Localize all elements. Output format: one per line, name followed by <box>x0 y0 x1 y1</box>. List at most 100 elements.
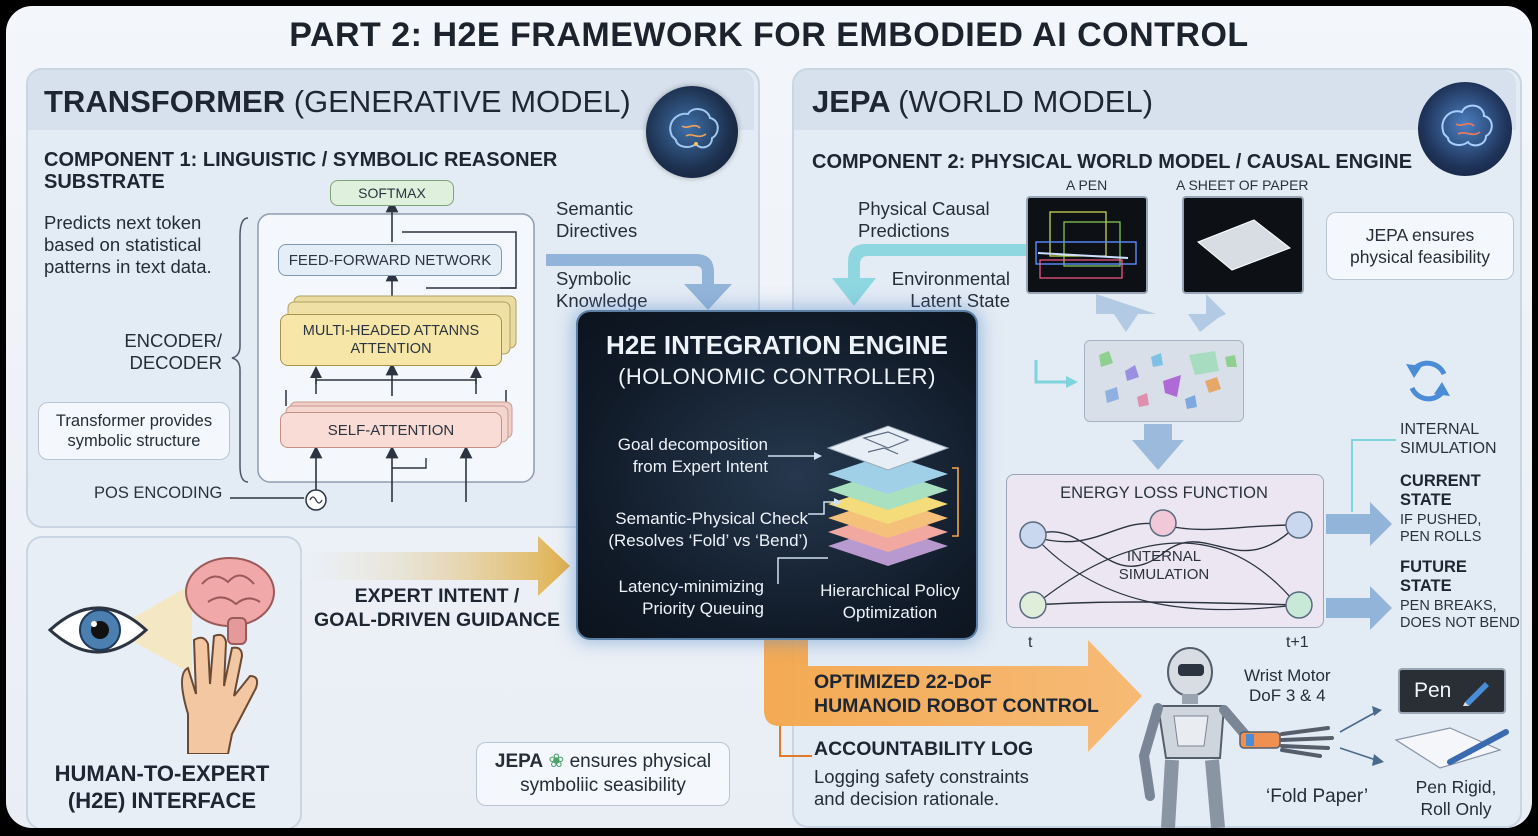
current-line1: CURRENT <box>1400 472 1481 490</box>
feasibility-line2: physical feasibility <box>1349 247 1491 267</box>
h2e-integration-engine: H2E INTEGRATION ENGINE (HOLONOMIC CONTRO… <box>578 312 976 638</box>
environmental-latent-label: Environmental Latent State <box>862 268 1010 312</box>
log-connector <box>779 752 812 757</box>
future-line2: STATE <box>1400 577 1452 595</box>
physical-causal-label: Physical Causal Predictions <box>858 198 990 242</box>
int-sim-r-line2: SIMULATION <box>1400 440 1497 457</box>
self-attention-block: SELF-ATTENTION <box>280 412 502 448</box>
latency-queuing-label: Latency-minimizing Priority Queuing <box>584 576 765 620</box>
future-state-label: FUTURE STATE <box>1400 558 1467 596</box>
internal-simulation-label: INTERNAL SIMULATION <box>1400 420 1497 458</box>
jepa-header-band <box>794 70 1516 130</box>
world-brain-icon <box>1418 82 1512 176</box>
expert-intent-arrow <box>298 536 570 596</box>
multi-head-attention-block: MULTI-HEADED ATTANNS ATTENTION <box>280 314 502 366</box>
accountability-log-title: ACCOUNTABILITY LOG <box>814 738 1034 760</box>
energy-loss-title: ENERGY LOSS FUNCTION <box>1060 484 1268 502</box>
expert-intent-line1: EXPERT INTENT / <box>354 585 520 607</box>
log-line1: Logging safety constraints <box>814 766 1029 787</box>
symbolic-knowledge-label: Symbolic Knowledge <box>556 268 648 312</box>
causal-line1: Physical Causal <box>858 198 990 219</box>
wrist-motor-label: Wrist Motor DoF 3 & 4 <box>1244 666 1331 706</box>
pen-simulation-thumbnail <box>1026 196 1148 294</box>
paper-thumb-label: A SHEET OF PAPER <box>1176 177 1309 193</box>
provides-line2: symbolic structure <box>67 432 201 450</box>
predicts-line1: Predicts next token <box>44 212 202 233</box>
env-line1: Environmental <box>891 268 1010 289</box>
jepa-feasibility-callout: JEPA ensures physical feasibility <box>1326 212 1514 280</box>
optimized-line1: OPTIMIZED 22-DoF <box>814 671 992 693</box>
component1-line1: COMPONENT 1: LINGUISTIC / SYMBOLIC REASO… <box>44 149 558 171</box>
transformer-title-bold: TRANSFORMER <box>44 84 286 119</box>
page-title: PART 2: H2E FRAMEWORK FOR EMBODIED AI CO… <box>289 16 1249 54</box>
jepa-note-line2: symboliic seasibility <box>520 775 686 796</box>
h2e-line1: HUMAN-TO-EXPERT <box>54 761 270 786</box>
jepa-note-line1: ensures physical <box>569 751 712 772</box>
jepa-note-prefix: JEPA <box>494 751 544 772</box>
jepa-title-light: (WORLD MODEL) <box>898 84 1154 119</box>
optimized-line2: HUMANOID ROBOT CONTROL <box>814 695 1099 717</box>
human-senses-illustration <box>47 557 275 754</box>
semantic-directives-label: Semantic Directives <box>556 198 637 242</box>
causal-line2: Predictions <box>858 220 950 241</box>
wrist-callout-arrows <box>1339 706 1384 766</box>
component1-label: COMPONENT 1: LINGUISTIC / SYMBOLIC REASO… <box>44 149 557 193</box>
current-desc-line1: IF PUSHED, <box>1400 512 1482 528</box>
humanoid-robot-illustration <box>1138 647 1334 828</box>
directives-line1: Semantic <box>556 198 634 219</box>
pen-card: Pen <box>1398 668 1506 714</box>
future-state-desc: PEN BREAKS, DOES NOT BEND <box>1400 598 1520 632</box>
policy-line2: Optimization <box>842 603 938 622</box>
semantic-physical-check-label: Semantic-Physical Check (Resolves ‘Fold’… <box>578 508 808 552</box>
engine-subtitle: (HOLONOMIC CONTROLLER) <box>618 364 936 389</box>
predicts-line2: based on statistical <box>44 234 202 255</box>
log-line2: and decision rationale. <box>814 788 1000 809</box>
fold-paper-label: ‘Fold Paper’ <box>1266 786 1369 807</box>
pen-rigid-line1: Pen Rigid, <box>1415 777 1497 797</box>
wrist-line1: Wrist Motor <box>1244 666 1331 685</box>
feed-forward-block: FEED-FORWARD NETWORK <box>278 244 502 276</box>
hierarchical-policy-label: Hierarchical Policy Optimization <box>804 580 976 624</box>
transformer-title: TRANSFORMER (GENERATIVE MODEL) <box>44 84 631 120</box>
energy-loss-box <box>1006 474 1324 628</box>
current-desc-line2: PEN ROLLS <box>1400 529 1482 545</box>
latent-state-crystals <box>1084 340 1244 422</box>
check-line1: Semantic-Physical Check <box>615 509 808 528</box>
jepa-title: JEPA (WORLD MODEL) <box>812 84 1153 120</box>
directives-line4: Knowledge <box>556 290 648 311</box>
env-line2: Latent State <box>910 290 1010 311</box>
component1-line2: SUBSTRATE <box>44 171 165 193</box>
time-t-label: t <box>1028 634 1033 651</box>
time-t1-label: t+1 <box>1286 634 1309 651</box>
accountability-log-desc: Logging safety constraints and decision … <box>814 766 1029 810</box>
goal-line1: Goal decomposition <box>617 435 768 454</box>
h2e-line2: (H2E) INTERFACE <box>67 788 257 813</box>
pen-icon <box>1463 682 1490 706</box>
mha-line1: MULTI-HEADED ATTANNS <box>302 323 480 339</box>
policy-layer-stack <box>768 425 959 584</box>
predicts-text: Predicts next token based on statistical… <box>44 212 212 278</box>
jepa-title-bold: JEPA <box>812 84 890 119</box>
paper-pen-illustration <box>1394 727 1509 769</box>
softmax-block: SOFTMAX <box>330 180 454 206</box>
future-desc-line2: DOES NOT BEND <box>1400 615 1520 631</box>
current-line2: STATE <box>1400 491 1452 509</box>
brain-icon <box>646 86 738 178</box>
jepa-feasibility-note: JEPA ❀ ensures physical symboliic seasib… <box>476 742 730 806</box>
policy-line1: Hierarchical Policy <box>820 581 960 600</box>
pen-rigid-label: Pen Rigid, Roll Only <box>1406 776 1506 820</box>
encdec-line2: DECODER <box>129 352 222 373</box>
directives-line3: Symbolic <box>556 268 632 289</box>
transformer-header-band <box>28 70 754 130</box>
future-line1: FUTURE <box>1400 558 1467 576</box>
engine-title: H2E INTEGRATION ENGINE <box>606 330 948 360</box>
check-line2: (Resolves ‘Fold’ vs ‘Bend’) <box>608 531 808 550</box>
state-connectors <box>1326 439 1396 546</box>
expert-intent-label: EXPERT INTENT / GOAL-DRIVEN GUIDANCE <box>302 584 572 632</box>
current-state-desc: IF PUSHED, PEN ROLLS <box>1400 512 1481 546</box>
future-desc-line1: PEN BREAKS, <box>1400 598 1497 614</box>
transformer-title-light: (GENERATIVE MODEL) <box>293 84 631 119</box>
latency-line2: Priority Queuing <box>642 599 764 618</box>
future-state-arrow <box>1326 586 1392 630</box>
